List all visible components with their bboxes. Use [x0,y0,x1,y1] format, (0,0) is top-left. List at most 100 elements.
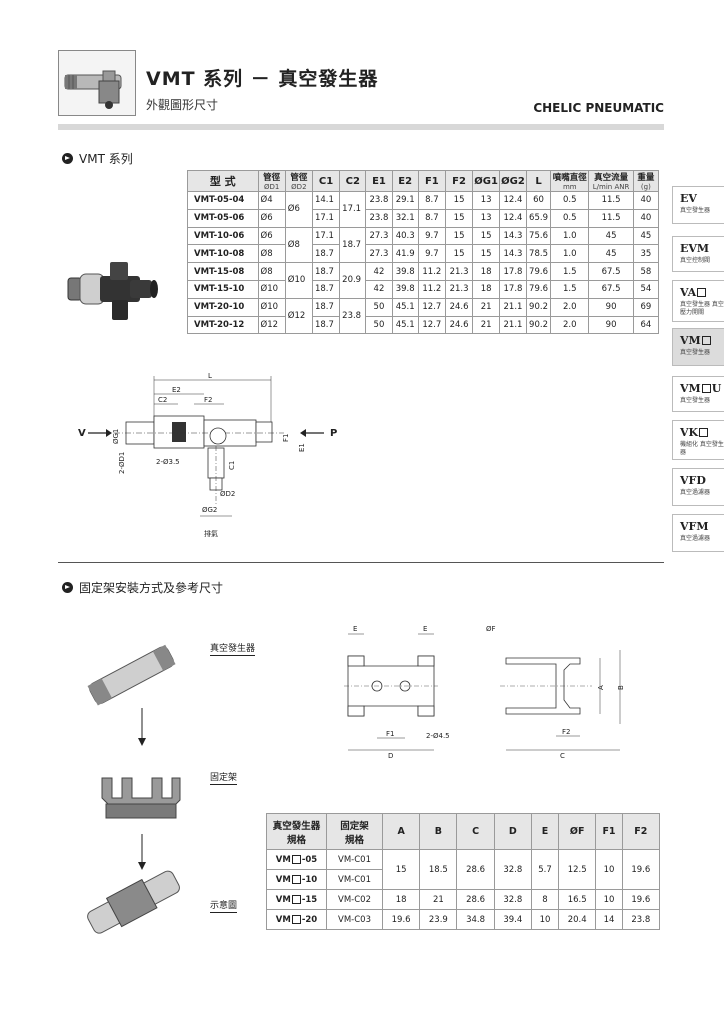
section-title-mount: 固定架安裝方式及參考尺寸 [62,579,223,596]
cell-e: 8 [530,889,560,910]
dim-F1: F1 [386,730,394,738]
cell-c1: 14.1 [311,191,341,210]
dim-G1: ØG1 [112,429,120,444]
th-f: ØF [558,813,597,850]
cell-g1: 18 [472,279,501,299]
cell-g2: 14.3 [499,226,527,246]
cell-c1: 18.7 [311,262,341,281]
cell-g2: 17.8 [499,279,527,299]
placeholder-box-icon [291,874,301,884]
cell-l: 75.6 [525,226,552,246]
dim-E2: E2 [172,386,181,394]
cell-nozzle: 1.5 [550,262,590,281]
cell-nozzle: 1.5 [550,279,590,299]
cell-model: VMT-10-06 [187,226,259,246]
brand-name: CHELIC PNEUMATIC [533,101,664,115]
cell-e1: 27.3 [365,244,393,264]
cell-c: 28.6 [456,889,495,910]
cell-g2: 14.3 [499,244,527,264]
th-c2: C2 [339,170,367,192]
cell-f1: 10 [595,849,623,890]
cell-g1: 13 [472,191,501,210]
cell-d2: Ø10 [284,262,313,299]
cell-c1: 18.7 [311,315,341,335]
cell-e: 5.7 [530,849,560,890]
cell-c1: 17.1 [311,226,341,246]
cell-flow: 11.5 [588,208,634,228]
th-f1: F1 [417,170,446,192]
label-diagram: 示意圖 [210,901,238,913]
cell-f2: 21.3 [444,262,474,281]
cell-f2: 24.6 [444,315,474,335]
cell-d2: Ø8 [284,226,313,264]
dim-E1: E1 [298,443,306,452]
th-g2: ØG2 [499,170,527,192]
cell-g2: 21.1 [499,297,527,317]
cell-l: 90.2 [525,297,552,317]
cell-f2: 23.8 [621,909,661,930]
cell-f2: 21.3 [444,279,474,299]
cell-model: VMT-10-08 [187,244,259,264]
cell-l: 79.6 [525,262,552,281]
cell-g1: 21 [472,297,501,317]
cell-e1: 50 [365,297,393,317]
cell-flow: 11.5 [588,191,634,210]
cell-flow: 67.5 [588,279,634,299]
mount-illustrations [72,628,202,948]
cell-c1: 18.7 [311,279,341,299]
cell-d2: Ø12 [284,297,313,335]
th-e2: E2 [391,170,419,192]
page-title: VMT 系列 － 真空發生器 [146,68,379,90]
cell-weight: 35 [632,244,660,264]
cell-f1: 12.7 [417,297,446,317]
cell-flow: 90 [588,315,634,335]
cell-d: 32.8 [493,889,532,910]
cell-nozzle: 2.0 [550,297,590,317]
cell-c2: 23.8 [339,297,367,335]
th-d: D [493,813,532,850]
cell-l: 79.6 [525,279,552,299]
cell-model: VMT-05-06 [187,208,259,228]
th-model: 型 式 [187,170,259,192]
dim-C2: C2 [158,396,167,404]
cell-nozzle: 1.0 [550,244,590,264]
placeholder-box-icon [291,914,301,924]
placeholder-box-icon [699,428,709,437]
placeholder-box-icon [697,288,707,297]
cell-e2: 29.1 [391,191,419,210]
cell-weight: 69 [632,297,660,317]
cell-d1: Ø12 [257,315,286,335]
cell-f1: 9.7 [417,244,446,264]
cell-a: 19.6 [381,909,421,930]
dim-F2: F2 [562,728,570,736]
cell-d1: Ø8 [257,244,286,264]
cell-weight: 40 [632,191,660,210]
dim-E-left: E [353,625,357,633]
cell-f2: 19.6 [621,849,661,890]
vmt-dimension-drawing: L E2 C2 F2 V P ØG1 2-ØD1 F1 E1 2-Ø3.5 C1… [74,366,374,546]
dim-hole2: 2-Ø4.5 [426,732,450,740]
cell-flow: 45 [588,226,634,246]
cell-l: 78.5 [525,244,552,264]
header-bar [58,124,664,130]
play-bullet-icon [62,582,73,593]
